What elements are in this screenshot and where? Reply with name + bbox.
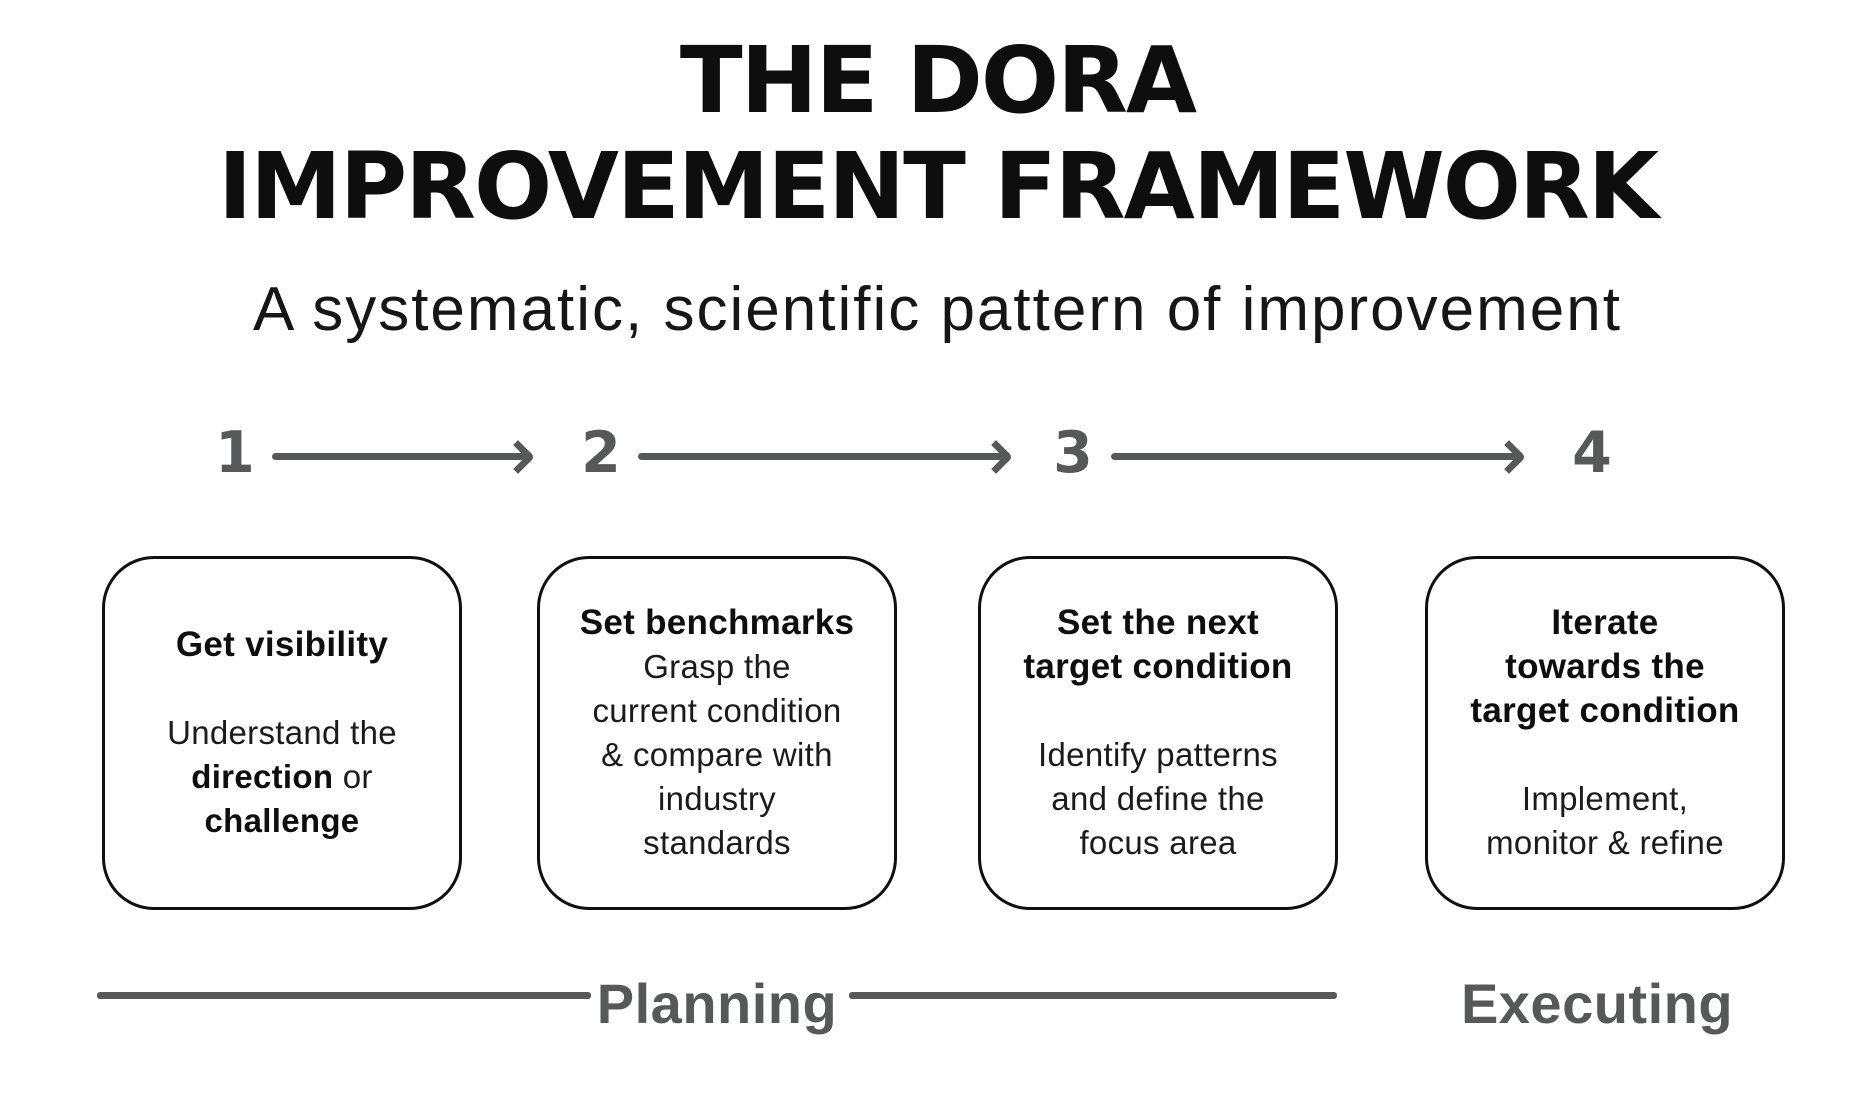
- arrow-right-icon: [638, 453, 1003, 460]
- planning-label: Planning: [596, 972, 838, 1035]
- step-number-3: 3: [1053, 420, 1093, 486]
- step-number-1: 1: [215, 420, 255, 486]
- page-title: THE DORA IMPROVEMENT FRAMEWORK: [0, 28, 1875, 240]
- planning-divider-line-right: [849, 992, 1337, 999]
- step-number-4: 4: [1572, 420, 1612, 486]
- title-line-2: IMPROVEMENT FRAMEWORK: [217, 133, 1659, 240]
- card-body: Implement,monitor & refine: [1486, 780, 1724, 861]
- planning-divider-line-left: [97, 992, 591, 999]
- card-title: Get visibility: [175, 625, 389, 664]
- arrow-right-icon: [272, 453, 525, 460]
- page-subtitle: A systematic, scientific pattern of impr…: [253, 275, 1622, 344]
- executing-label: Executing: [1460, 972, 1734, 1035]
- title-line-1: THE DORA: [679, 27, 1197, 134]
- arrow-right-icon: [1111, 453, 1516, 460]
- card-title: Set benchmarks: [579, 603, 855, 642]
- step-number-2: 2: [581, 420, 621, 486]
